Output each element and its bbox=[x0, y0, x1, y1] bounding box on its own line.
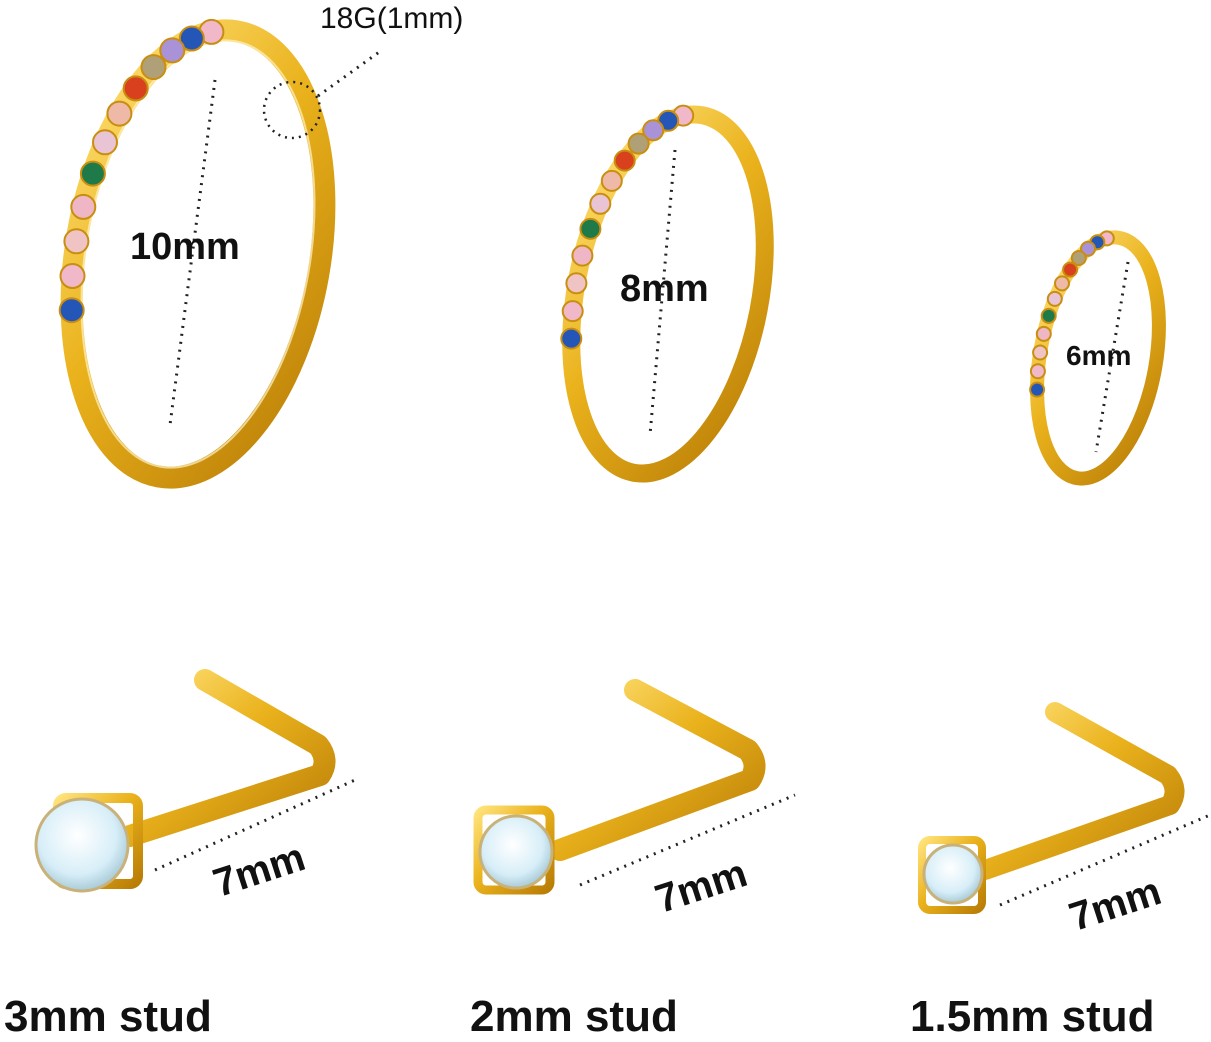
nose-stud-3mm bbox=[34, 669, 356, 893]
ring-small bbox=[1029, 230, 1166, 486]
ring-small-gem bbox=[1080, 240, 1096, 257]
ring-large-inner-edge bbox=[80, 39, 316, 469]
ring-medium-gem bbox=[560, 327, 583, 350]
ring-large-diameter-label: 10mm bbox=[130, 226, 240, 268]
ring-small-gem bbox=[1032, 344, 1049, 361]
ring-medium-gem bbox=[627, 132, 650, 155]
gauge-callout-circle bbox=[262, 80, 322, 140]
ring-large-gem bbox=[70, 193, 97, 220]
ring-medium-gem bbox=[561, 300, 584, 323]
ring-large-gem bbox=[159, 37, 186, 64]
ring-small-gem bbox=[1040, 307, 1057, 324]
gauge-callout-line bbox=[317, 48, 383, 98]
stud-1-pin bbox=[119, 669, 336, 847]
ring-small-gem bbox=[1029, 363, 1046, 380]
stud-3-size-label: 1.5mm stud bbox=[910, 992, 1155, 1041]
stud-1-size-label: 3mm stud bbox=[4, 992, 212, 1041]
ring-large-gem bbox=[63, 228, 90, 255]
ring-medium-gem bbox=[579, 217, 602, 240]
ring-large-gem bbox=[59, 263, 86, 289]
nose-stud-1-5mm bbox=[918, 702, 1211, 914]
ring-medium-gem bbox=[613, 149, 636, 172]
ring-medium-gem bbox=[571, 244, 594, 267]
stud-2-crystal bbox=[478, 814, 554, 890]
ring-medium-gem bbox=[600, 169, 623, 192]
ring-large-gem bbox=[140, 54, 167, 81]
stud-2-pin bbox=[549, 679, 766, 861]
ring-large-gem bbox=[178, 25, 205, 52]
ring-small-gem bbox=[1070, 250, 1087, 266]
ring-large-gems bbox=[58, 18, 225, 324]
ring-small-gem bbox=[1035, 325, 1052, 342]
ring-small-gem bbox=[1054, 275, 1070, 292]
ring-medium-gem bbox=[642, 119, 665, 142]
stud-3-crystal bbox=[922, 843, 984, 905]
stud-2-size-label: 2mm stud bbox=[470, 992, 678, 1041]
ring-large-gem bbox=[106, 100, 133, 127]
nose-stud-2mm bbox=[473, 679, 796, 895]
stud-1-crystal bbox=[34, 797, 130, 893]
gauge-label: 18G(1mm) bbox=[320, 2, 464, 35]
ring-large-gem bbox=[122, 75, 149, 102]
ring-large-gem bbox=[79, 160, 106, 187]
ring-medium-gem bbox=[589, 192, 612, 215]
ring-small-gems bbox=[1029, 230, 1115, 398]
ring-medium-gems bbox=[560, 104, 695, 350]
ring-medium-diameter-label: 8mm bbox=[620, 268, 709, 310]
ring-large-diameter-line bbox=[168, 79, 217, 426]
ring-small-gem bbox=[1062, 261, 1079, 278]
ring-small-diameter-line bbox=[1094, 261, 1130, 453]
ring-large-gem bbox=[92, 129, 118, 156]
ring-large bbox=[58, 18, 383, 489]
ring-large-gem bbox=[58, 297, 85, 324]
ring-small-diameter-label: 6mm bbox=[1066, 340, 1132, 371]
ring-medium bbox=[560, 104, 774, 483]
stud-3-pin bbox=[975, 702, 1185, 880]
ring-small-gem bbox=[1029, 381, 1046, 398]
ring-medium-gem bbox=[565, 272, 588, 295]
ring-small-gem bbox=[1046, 290, 1063, 307]
